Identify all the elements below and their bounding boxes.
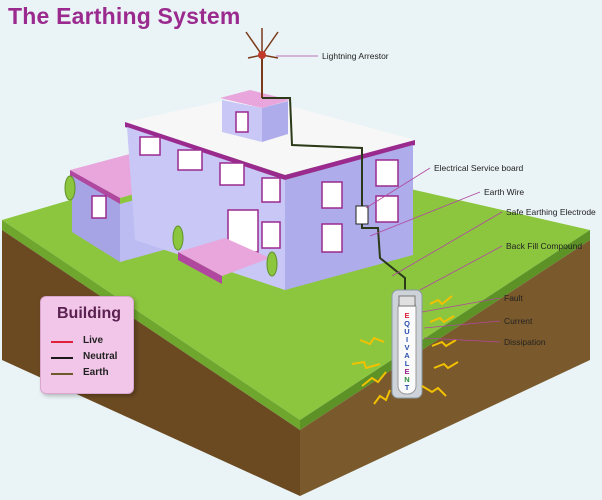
window (235, 111, 249, 133)
electrode-letter: E (404, 367, 409, 376)
lightning-arrestor (245, 28, 279, 98)
bushes (64, 175, 278, 277)
soil-right-face (300, 240, 590, 496)
spark-icon (361, 371, 387, 387)
label-fault: Fault (504, 293, 523, 303)
electrode-top (398, 295, 416, 307)
label-current: Current (504, 316, 533, 326)
porch-edge (178, 252, 222, 284)
electrode-letter: I (406, 335, 408, 344)
legend-line-live (51, 341, 73, 343)
spark-icon (429, 315, 455, 324)
building (70, 90, 415, 290)
electrode-letter: E (404, 311, 409, 320)
page-title: The Earthing System (8, 3, 241, 29)
electrode-letter: L (405, 359, 410, 368)
spark-icon (431, 339, 457, 348)
window (261, 221, 281, 249)
spark-icon (433, 361, 459, 370)
electrode-letter: N (404, 375, 409, 384)
callout-lines (276, 55, 503, 343)
legend-label-earth: Earth (83, 367, 109, 378)
label-safe-earthing-electrode: Safe Earthing Electrode (506, 207, 596, 217)
legend-label-live: Live (83, 335, 104, 346)
window (91, 195, 107, 219)
grass-edge-left (2, 220, 300, 430)
label-dissipation: Dissipation (504, 337, 546, 347)
spark-icon (429, 295, 453, 306)
legend-box: Building Live Neutral Earth (40, 296, 134, 394)
annex-wall (72, 176, 120, 262)
legend-line-neutral (51, 357, 73, 359)
main-roof-rim-right (285, 140, 415, 180)
spark-icon (421, 385, 447, 397)
window (139, 136, 161, 156)
electrode-letter: U (404, 327, 409, 336)
window (321, 181, 343, 209)
electrode-letter: Q (404, 319, 410, 328)
earth-wire-path (262, 97, 406, 300)
annex-roof-edge (70, 170, 120, 204)
rooftop-room-top (220, 90, 290, 108)
bush (172, 225, 184, 251)
bush (266, 251, 278, 277)
bush (64, 175, 76, 201)
label-earth-wire: Earth Wire (484, 187, 525, 197)
dissipation-sparks (351, 295, 459, 405)
legend-title: Building (57, 305, 121, 322)
label-back-fill-compound: Back Fill Compound (506, 241, 583, 251)
spark-icon (351, 360, 381, 370)
porch (178, 238, 270, 276)
window (177, 149, 203, 171)
electrode-letter: V (404, 343, 409, 352)
window (375, 159, 399, 187)
spark-icon (373, 389, 391, 405)
window (321, 223, 343, 253)
legend-label-neutral: Neutral (83, 351, 118, 362)
spark-icon (359, 336, 385, 346)
label-electrical-service-board: Electrical Service board (434, 163, 524, 173)
window (261, 177, 281, 203)
window (219, 162, 245, 186)
label-lightning-arrestor: Lightning Arrestor (322, 51, 389, 61)
rooftop-room-right (262, 101, 288, 142)
grass-edge-right (300, 230, 590, 430)
window (375, 195, 399, 223)
main-roof-rim (125, 122, 285, 180)
service-board (355, 205, 369, 225)
electrode-letter: A (404, 351, 410, 360)
legend-line-earth (51, 373, 73, 375)
electrode-letter: T (405, 383, 410, 392)
